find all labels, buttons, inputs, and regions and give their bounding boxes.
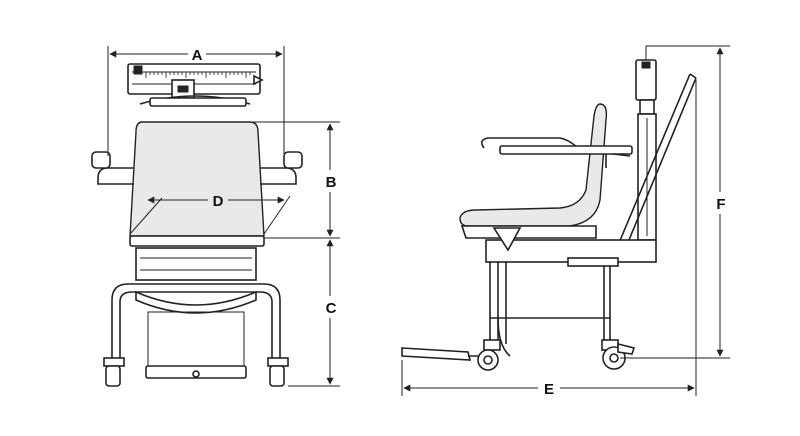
side-view: E F [401, 45, 730, 398]
side-armrest [480, 137, 633, 168]
side-seat [459, 103, 608, 239]
armrests [91, 151, 303, 185]
beam-scale-head [127, 63, 264, 107]
dimension-c-label: C [326, 300, 337, 317]
dimension-e: E [401, 80, 697, 398]
dimension-d-label: D [213, 193, 224, 210]
dimension-b-label: B [326, 174, 337, 191]
front-casters [103, 357, 289, 387]
dimension-b-c: B C [250, 121, 340, 387]
side-footrest [401, 347, 486, 361]
dimension-f: F [620, 45, 730, 359]
dimension-f-label: F [716, 196, 725, 213]
dimension-a-label: A [192, 47, 203, 64]
seat-back [129, 121, 265, 237]
scale-column [635, 46, 657, 241]
dimension-e-label: E [544, 381, 554, 398]
side-casters [477, 339, 636, 371]
front-frame [111, 247, 281, 379]
dimension-a: A [107, 46, 285, 156]
dimension-d: D [129, 193, 291, 235]
front-view: A D B C [91, 46, 340, 387]
side-frame [485, 227, 657, 357]
